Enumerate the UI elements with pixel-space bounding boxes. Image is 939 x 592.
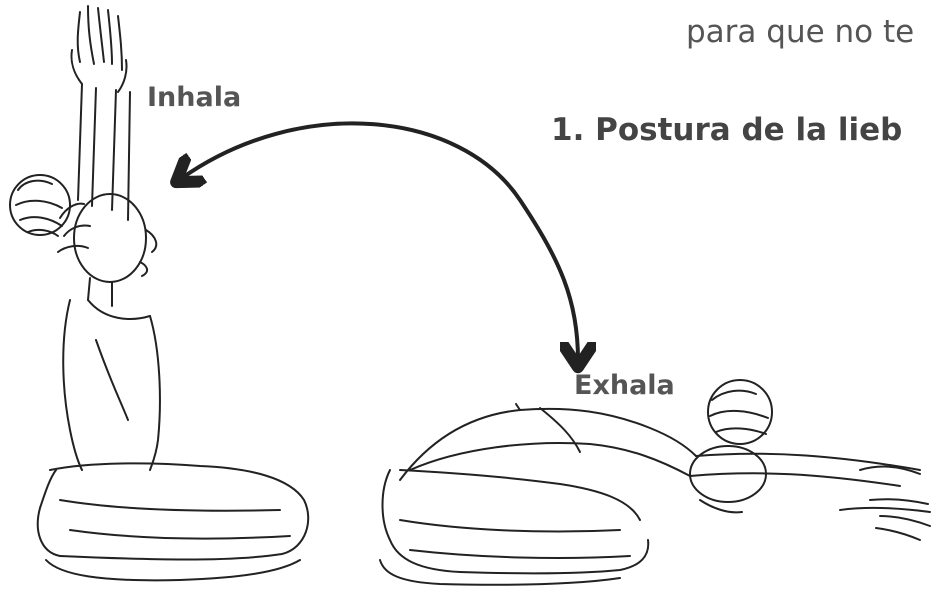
forward-fold-figure	[380, 380, 930, 585]
curved-double-arrow-icon	[182, 123, 578, 360]
exhale-label: Exhala	[574, 370, 675, 401]
inhale-label: Inhala	[147, 82, 241, 113]
